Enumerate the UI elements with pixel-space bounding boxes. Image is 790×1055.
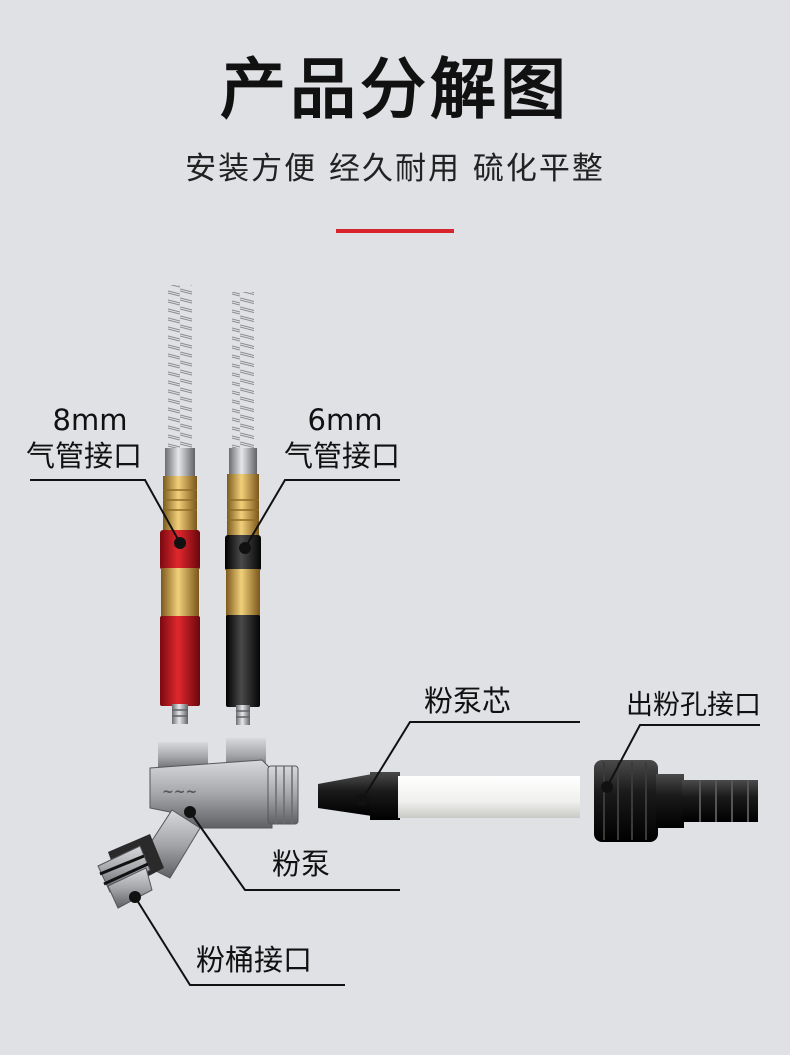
label-6mm-size: 6mm bbox=[307, 403, 383, 437]
label-outlet: 出粉孔接口 bbox=[626, 690, 761, 721]
label-6mm-name: 气管接口 bbox=[284, 439, 401, 473]
outlet-connector bbox=[594, 760, 758, 842]
pump-core bbox=[318, 772, 580, 820]
air-fitting-6mm bbox=[225, 292, 261, 725]
label-bucket: 粉桶接口 bbox=[196, 943, 313, 977]
spring-coil-8mm bbox=[168, 285, 192, 450]
powder-pump-body: ~~~ bbox=[97, 738, 299, 909]
spring-coil-6mm bbox=[232, 292, 254, 450]
callout-lines bbox=[30, 479, 760, 986]
accent-divider bbox=[336, 229, 454, 233]
callout-dots bbox=[129, 537, 613, 903]
svg-text:~~~: ~~~ bbox=[162, 784, 197, 800]
page-subtitle: 安装方便 经久耐用 硫化平整 bbox=[185, 151, 605, 187]
air-fitting-8mm bbox=[160, 285, 200, 724]
page-title: 产品分解图 bbox=[220, 51, 570, 128]
label-8mm-name: 气管接口 bbox=[26, 439, 143, 473]
label-pump-core: 粉泵芯 bbox=[424, 684, 512, 718]
label-8mm-size: 8mm bbox=[52, 403, 128, 437]
label-pump: 粉泵 bbox=[272, 847, 331, 881]
